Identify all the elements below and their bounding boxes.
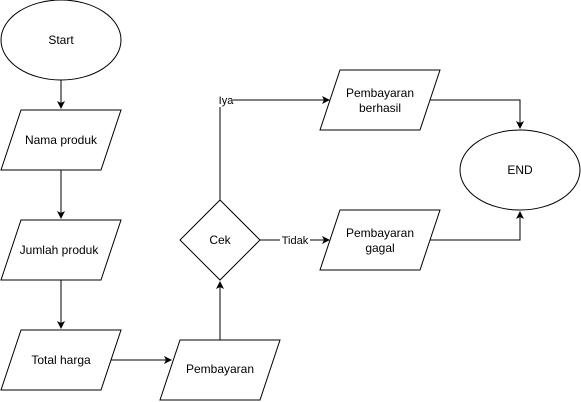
edge-cek-to-berhasil <box>219 96 330 200</box>
node-nama-produk-label: Nama produk <box>25 133 98 147</box>
node-berhasil-label-line1: Pembayaran <box>346 86 414 100</box>
edge-label-tidak: Tidak <box>280 233 310 247</box>
node-cek-decision[interactable]: Cek <box>179 199 261 281</box>
node-start-label: Start <box>48 33 74 47</box>
node-pembayaran[interactable]: Pembayaran <box>159 339 281 401</box>
edge-gagal-to-end <box>430 211 524 241</box>
edge-label-iya: Iya <box>213 93 234 107</box>
node-berhasil-label-line2: berhasil <box>359 101 401 115</box>
node-cek-label: Cek <box>209 233 231 247</box>
node-pembayaran-berhasil[interactable]: Pembayaran berhasil <box>319 69 441 131</box>
node-jumlah-produk-label: Jumlah produk <box>20 243 100 257</box>
node-total-harga-label: Total harga <box>31 353 91 367</box>
edge-berhasil-to-end <box>430 99 524 129</box>
node-jumlah-produk[interactable]: Jumlah produk <box>0 219 122 281</box>
edges <box>57 80 524 364</box>
node-total-harga[interactable]: Total harga <box>0 329 122 391</box>
edge-label-tidak-text: Tidak <box>282 235 309 247</box>
node-pembayaran-gagal[interactable]: Pembayaran gagal <box>319 209 441 271</box>
node-gagal-label-line1: Pembayaran <box>346 226 414 240</box>
node-end-label: END <box>507 163 533 177</box>
edge-label-iya-text: Iya <box>219 95 235 107</box>
node-gagal-label-line2: gagal <box>365 241 394 255</box>
node-nama-produk[interactable]: Nama produk <box>0 109 122 171</box>
node-start[interactable]: Start <box>0 0 122 81</box>
node-pembayaran-label: Pembayaran <box>186 362 254 376</box>
node-end[interactable]: END <box>459 129 581 211</box>
